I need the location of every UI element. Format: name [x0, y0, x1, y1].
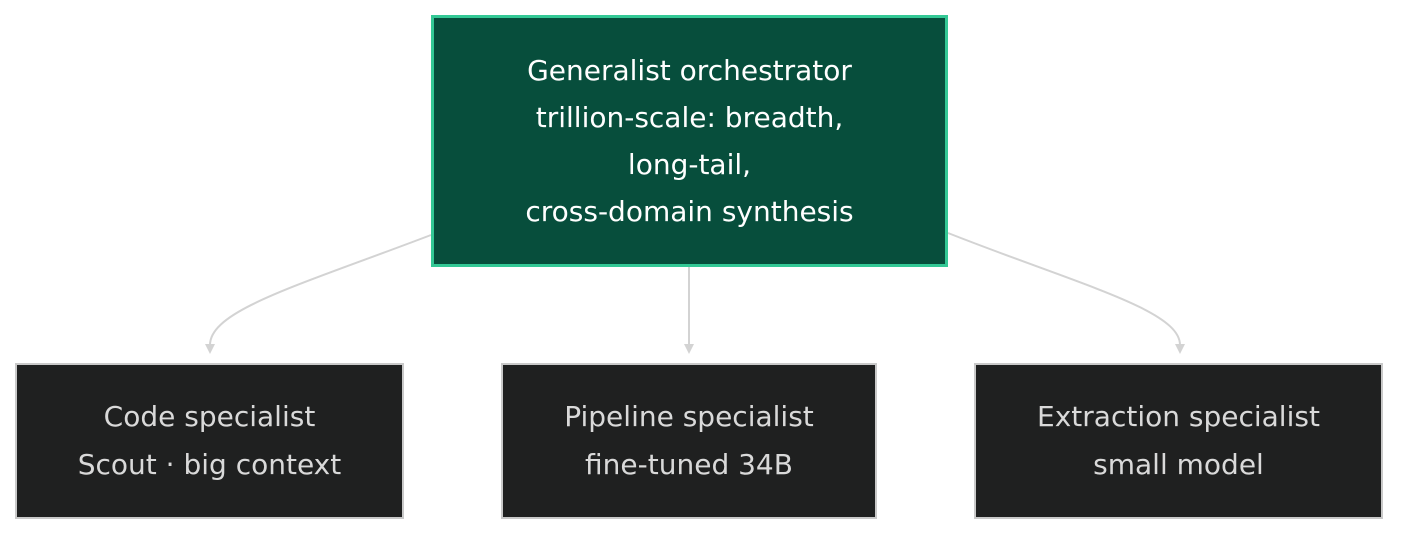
- orchestrator-detail-3: cross-domain synthesis: [525, 195, 854, 228]
- extraction-specialist-title: Extraction specialist: [1037, 400, 1320, 433]
- code-specialist-node: Code specialist Scout · big context: [15, 363, 404, 519]
- code-specialist-title: Code specialist: [103, 400, 316, 433]
- extraction-specialist-node: Extraction specialist small model: [974, 363, 1383, 519]
- orchestrator-detail-2: long-tail,: [627, 148, 752, 181]
- orchestrator-title: Generalist orchestrator: [527, 54, 852, 87]
- code-specialist-detail: Scout · big context: [77, 448, 342, 481]
- edge-orchestrator-to-code: [205, 234, 432, 354]
- pipeline-specialist-detail: fine-tuned 34B: [585, 448, 793, 481]
- orchestrator-node: Generalist orchestrator trillion-scale: …: [431, 15, 948, 267]
- orchestrator-detail-1: trillion-scale: breadth,: [535, 101, 844, 134]
- edge-orchestrator-to-extraction: [947, 232, 1185, 354]
- pipeline-specialist-title: Pipeline specialist: [564, 400, 814, 433]
- extraction-specialist-detail: small model: [1093, 448, 1264, 481]
- pipeline-specialist-node: Pipeline specialist fine-tuned 34B: [501, 363, 877, 519]
